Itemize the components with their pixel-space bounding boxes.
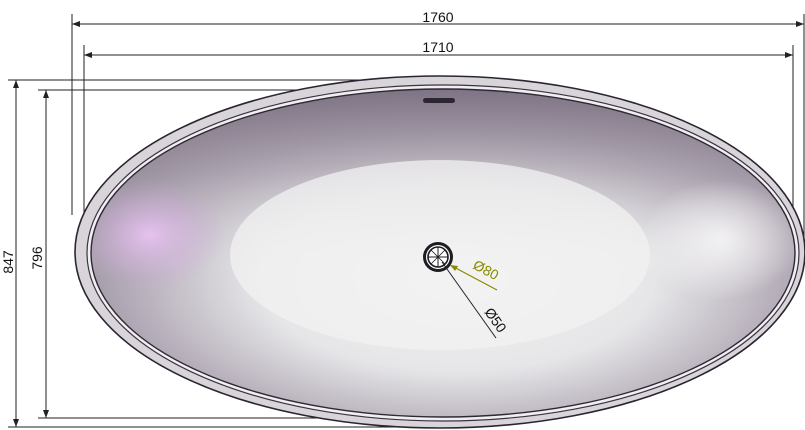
dimension-outer-length: 1760 [71, 9, 805, 250]
drain [423, 242, 453, 272]
inner-length-label: 1710 [422, 39, 453, 55]
overflow-slot [423, 98, 455, 103]
tub-basin-outline [90, 88, 796, 418]
outer-length-label: 1760 [422, 9, 453, 25]
outer-width-label: 847 [0, 250, 16, 274]
inner-width-label: 796 [29, 246, 45, 270]
